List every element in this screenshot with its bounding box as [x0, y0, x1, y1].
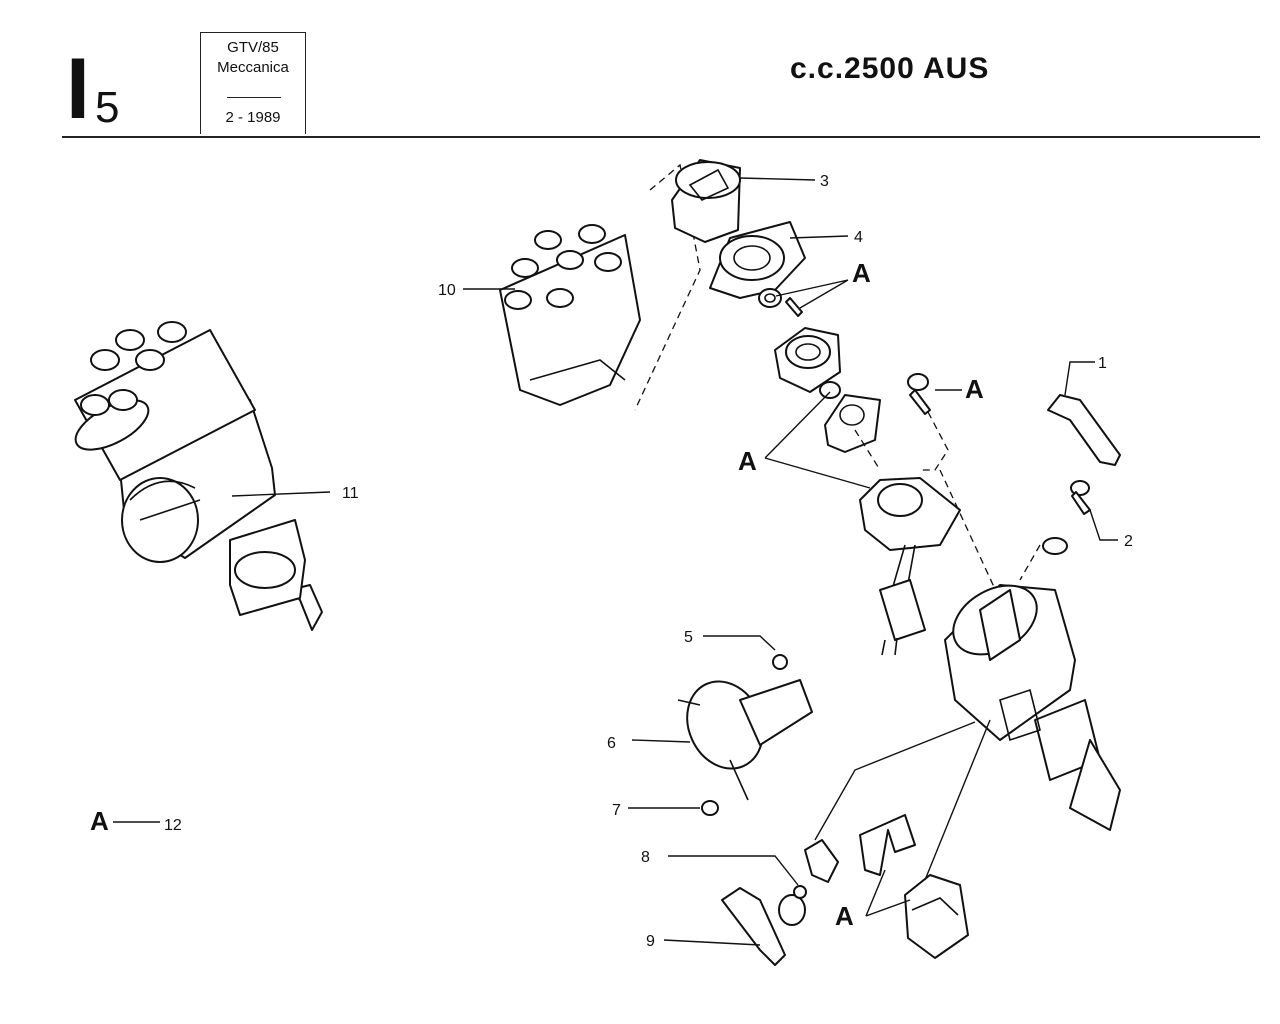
info-divider	[227, 97, 281, 98]
assembly-marker-screw: A	[965, 374, 984, 404]
part-8-nut	[668, 855, 807, 926]
part-5-nut	[703, 635, 788, 670]
part-3-rotor	[671, 159, 816, 243]
callout-12: 12	[164, 817, 182, 834]
part-9-spring-clip	[663, 887, 786, 966]
pickup-coil	[859, 477, 961, 656]
callout-4: 4	[854, 229, 863, 246]
distributor-housing	[944, 537, 1121, 831]
part-1-spring-clip	[1047, 361, 1121, 466]
callout-8: 8	[641, 849, 650, 866]
callout-6: 6	[607, 735, 616, 752]
callout-3: 3	[820, 173, 829, 190]
small-hardware-upper	[758, 279, 849, 317]
screw-upper	[907, 373, 962, 415]
model-code: GTV/85	[227, 39, 279, 56]
lower-brackets	[804, 719, 991, 959]
callout-7: 7	[612, 802, 621, 819]
assembly-line-centre	[854, 429, 1001, 601]
callout-10: 10	[438, 282, 456, 299]
section-number: 5	[95, 83, 120, 132]
reluctor-disc	[764, 391, 881, 489]
part-10-distributor-cap	[463, 224, 641, 406]
assembly-marker-legend: A	[90, 806, 109, 836]
part-2-screw	[1070, 480, 1118, 541]
part-4-dust-shield	[709, 221, 849, 299]
page-title: c.c.2500 AUS	[790, 52, 990, 85]
assembly-marker-upper: A	[852, 258, 871, 288]
part-6-vacuum-unit	[631, 679, 813, 801]
assembly-line-housing	[1019, 544, 1041, 581]
assembly-marker-lower: A	[835, 901, 854, 931]
part-7-screw	[628, 800, 719, 816]
callout-1: 1	[1098, 355, 1107, 372]
callout-2: 2	[1124, 533, 1133, 550]
callout-9: 9	[646, 933, 655, 950]
callout-5: 5	[684, 629, 693, 646]
part-11-distributor-assembly	[74, 321, 331, 631]
pickup-ring	[774, 327, 841, 399]
group-name: Meccanica	[217, 59, 289, 76]
section-letter: I	[66, 41, 90, 137]
edition-date: 2 - 1989	[225, 109, 281, 126]
header-rule	[62, 136, 1260, 138]
assembly-line-screw	[920, 411, 949, 471]
callout-11: 11	[342, 485, 359, 502]
model-info-box: GTV/85 Meccanica 2 - 1989	[200, 32, 306, 134]
assembly-marker-middle: A	[738, 446, 757, 476]
